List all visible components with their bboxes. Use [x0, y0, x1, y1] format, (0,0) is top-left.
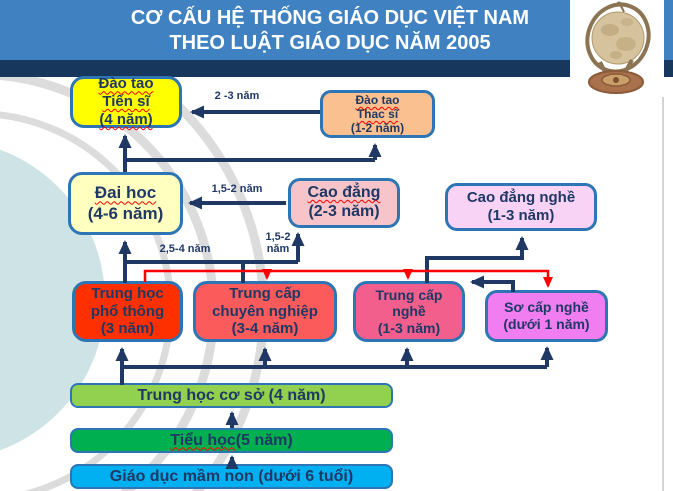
box-line: chuyên nghiệp: [212, 302, 318, 320]
box-so-cap-nghe: Sơ cấp nghề (dưới 1 năm): [485, 290, 608, 342]
box-line: nghề: [392, 303, 426, 320]
box-line: Đào tao: [98, 75, 154, 93]
bar-label: Tiểu học: [170, 431, 236, 449]
box-line: (4-6 năm): [87, 203, 164, 223]
box-line: Cao đẳng nghề: [466, 189, 576, 207]
box-line: Trung cấp: [229, 284, 301, 302]
bar-trung-hoc-co-so: Trung học cơ sở (4 năm): [70, 383, 393, 408]
box-line: Trung cấp: [375, 286, 443, 303]
box-cao-dang-nghe: Cao đẳng nghề (1-3 năm): [445, 183, 597, 231]
box-line: (4 năm): [99, 110, 153, 128]
box-trung-hoc-pho-thong: Trung học phổ thông (3 năm): [72, 281, 183, 342]
box-dao-tao-tien-si: Đào tao Tiến sĩ (4 năm): [70, 75, 182, 128]
box-line: (1-3 năm): [487, 207, 555, 224]
box-line: Cao đẳng: [307, 184, 381, 202]
title-line-1: CƠ CẤU HỆ THỐNG GIÁO DỤC VIỆT NAM: [130, 7, 530, 29]
box-trung-cap-chuyen-nghiep: Trung cấp chuyên nghiệp (3-4 năm): [193, 281, 337, 342]
edge-label-tccn-daihoc: 2,5-4 năm: [159, 243, 211, 255]
page-title: CƠ CẤU HỆ THỐNG GIÁO DỤC VIỆT NAM THEO L…: [0, 6, 660, 56]
box-line: Trung học: [91, 284, 164, 302]
box-line: Tiến sĩ: [102, 93, 150, 111]
box-line: (3-4 năm): [231, 320, 299, 338]
box-line: Thac sĩ: [356, 106, 399, 121]
bar-label: Giáo dục mầm non (dưới 6 tuổi): [109, 467, 354, 485]
box-dao-tao-thac-si: Đào tao Thac sĩ (1-2 năm): [320, 90, 435, 138]
box-trung-cap-nghe: Trung cấp nghề (1-3 năm): [353, 281, 465, 342]
bar-tieu-hoc: Tiểu học (5 năm): [70, 428, 393, 453]
edge-label-tccn-caodang: 1,5-2 năm: [265, 231, 291, 255]
box-line: phổ thông: [90, 302, 165, 320]
bar-giao-duc-mam-non: Giáo dục mầm non (dưới 6 tuổi): [70, 464, 393, 489]
edge-label-thacsi-tiensi: 2 -3 năm: [214, 90, 260, 102]
box-cao-dang: Cao đẳng (2-3 năm): [288, 178, 400, 228]
box-line: (2-3 năm): [308, 203, 380, 220]
edge-label-caodang-daihoc: 1,5-2 năm: [211, 183, 263, 195]
box-line: (1-2 năm): [350, 121, 405, 136]
right-edge-divider: [662, 80, 664, 491]
arrow-tcn-to-caodangnghe: [425, 236, 529, 283]
box-line: Đai hoc: [94, 183, 157, 203]
box-dai-hoc: Đai hoc (4-6 năm): [68, 172, 183, 235]
bar-label: (5 năm): [235, 431, 293, 449]
box-line: (1-3 năm): [377, 319, 441, 336]
header-navy-strip: [0, 60, 673, 77]
globe-panel: [570, 0, 664, 97]
box-line: (3 năm): [100, 320, 155, 338]
globe-icon: [585, 1, 651, 94]
header-bar: [0, 0, 673, 60]
bar-label: Trung học cơ sở (4 năm): [137, 386, 326, 404]
box-line: Đào tao: [355, 92, 400, 107]
box-line: (dưới 1 năm): [503, 316, 590, 332]
box-line: Sơ cấp nghề: [504, 299, 589, 316]
title-line-2: THEO LUẬT GIÁO DỤC NĂM 2005: [169, 32, 491, 54]
